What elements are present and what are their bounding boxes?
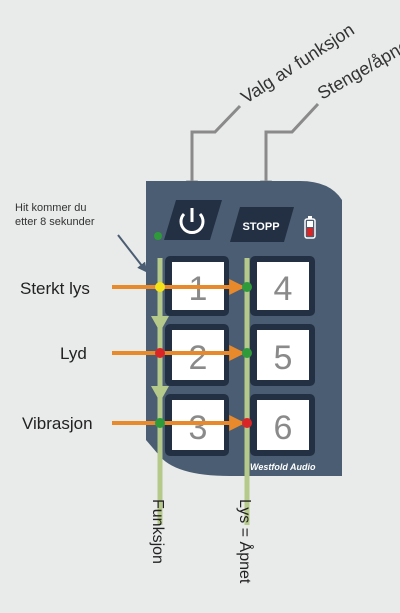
battery-icon [304,216,316,239]
stop-button[interactable]: STOPP [230,207,294,242]
led-row-1-right [242,282,252,292]
key-2-label: 2 [189,339,208,377]
power-led [154,232,162,240]
key-6-label: 6 [274,409,293,447]
brand-label: Westfold Audio [250,462,316,472]
axis-label-light-open: Lys = Åpnet [236,499,255,584]
led-row-3-left [155,418,165,428]
key-6[interactable] [250,394,315,456]
key-3-label: 3 [189,409,208,447]
rail-arrow-1 [151,316,169,332]
callout-after-8s: Hit kommer du etter 8 sekunder [15,202,95,228]
key-4[interactable] [250,256,315,316]
row-label-strong-light: Sterkt lys [20,279,90,298]
row-label-vibration: Vibrasjon [22,414,93,433]
key-5[interactable] [250,324,315,386]
stop-button-label: STOPP [242,221,279,233]
power-icon [179,208,205,234]
led-row-2-right [242,348,252,358]
after-8s-leader [117,234,148,273]
power-button[interactable] [164,200,222,240]
close-open-leader [260,102,320,193]
led-row-3-right [242,418,252,428]
led-row-2-left [155,348,165,358]
key-5-label: 5 [274,339,293,377]
axis-label-function: Funksjon [149,499,166,564]
function-select-leader [186,104,242,193]
row-label-sound: Lyd [60,344,87,363]
rail-arrow-2 [151,386,169,402]
led-row-1-left [155,282,165,292]
key-4-label: 4 [274,270,293,308]
